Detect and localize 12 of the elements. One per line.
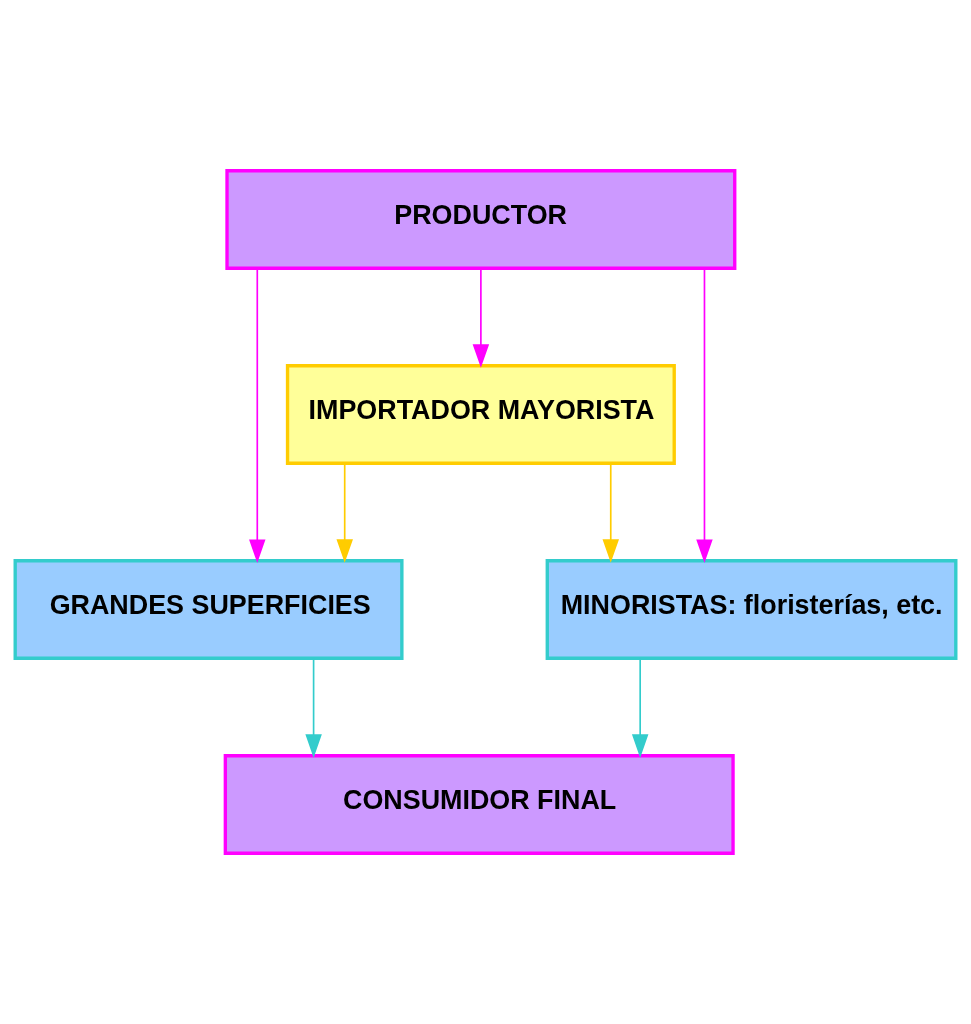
arrow (696, 268, 713, 564)
arrow (249, 268, 266, 564)
arrow (602, 462, 619, 563)
node-box: GRANDES SUPERFICIES (13, 559, 404, 660)
node-box: IMPORTADOR MAYORISTA (285, 364, 676, 465)
node-box: MINORISTAS: floristerías, etc. (545, 559, 958, 660)
arrow (305, 657, 322, 758)
node-box: PRODUCTOR (225, 169, 737, 270)
node-box: CONSUMIDOR FINAL (223, 754, 735, 855)
arrow (336, 462, 353, 563)
arrow (472, 267, 490, 368)
arrow (631, 657, 649, 758)
